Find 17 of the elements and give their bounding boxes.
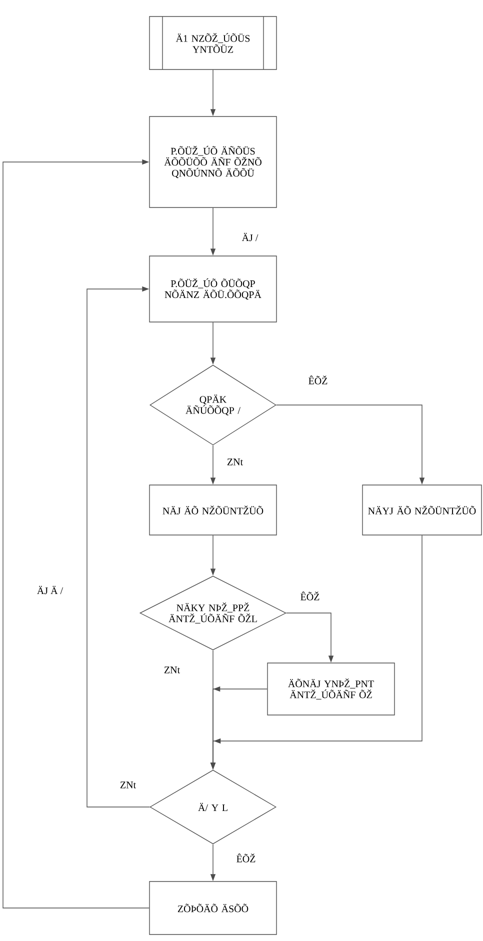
process-box: P.ÕÜŽ_ÚÕ ÄÑÕÜS ÄÕÕÜÕÕ ÄÑF ÕŽNÕ QNÕÚNNÕ ÄÕÕÜ xyxy=(149,116,277,208)
edge-label: ZNt xyxy=(118,780,138,790)
edge-label: ÊÕŽ xyxy=(235,852,257,864)
process-box: NÄJ ÄÕ NŽÕÜNTŽÜÕ xyxy=(149,484,277,536)
process-box: ÄÕNÄJ YNÞŽ_PNT ÄNTŽ_ÚÕÄÑF ÕŽ xyxy=(267,662,395,716)
process-box: P.ÕÜŽ_ÚÕ ÕÜÕQP NÕÄNZ ÄÕÜ.ÕÕQPÄ xyxy=(149,256,277,322)
arrow xyxy=(2,159,150,908)
edge-label: ZNt xyxy=(162,666,182,674)
process-box: NÄYJ ÄÕ NŽÕÜNTŽÜÕ xyxy=(362,484,482,536)
edge-label: ÊÕŽ xyxy=(299,590,321,602)
edge-label: ÄJ / xyxy=(240,232,260,242)
arrow xyxy=(86,286,150,808)
process-box: ZÕÞÕÄÕ ÄSÕÕ xyxy=(149,881,277,935)
edge-label: ZNt xyxy=(226,458,244,466)
edge-label: ÊÕŽ xyxy=(307,374,329,386)
note-label: ÄJ Ä / xyxy=(37,586,64,594)
predefined-process-box: Ä1 NZÕŽ_ÚÕÜS YNTÕÜZ xyxy=(149,16,277,70)
